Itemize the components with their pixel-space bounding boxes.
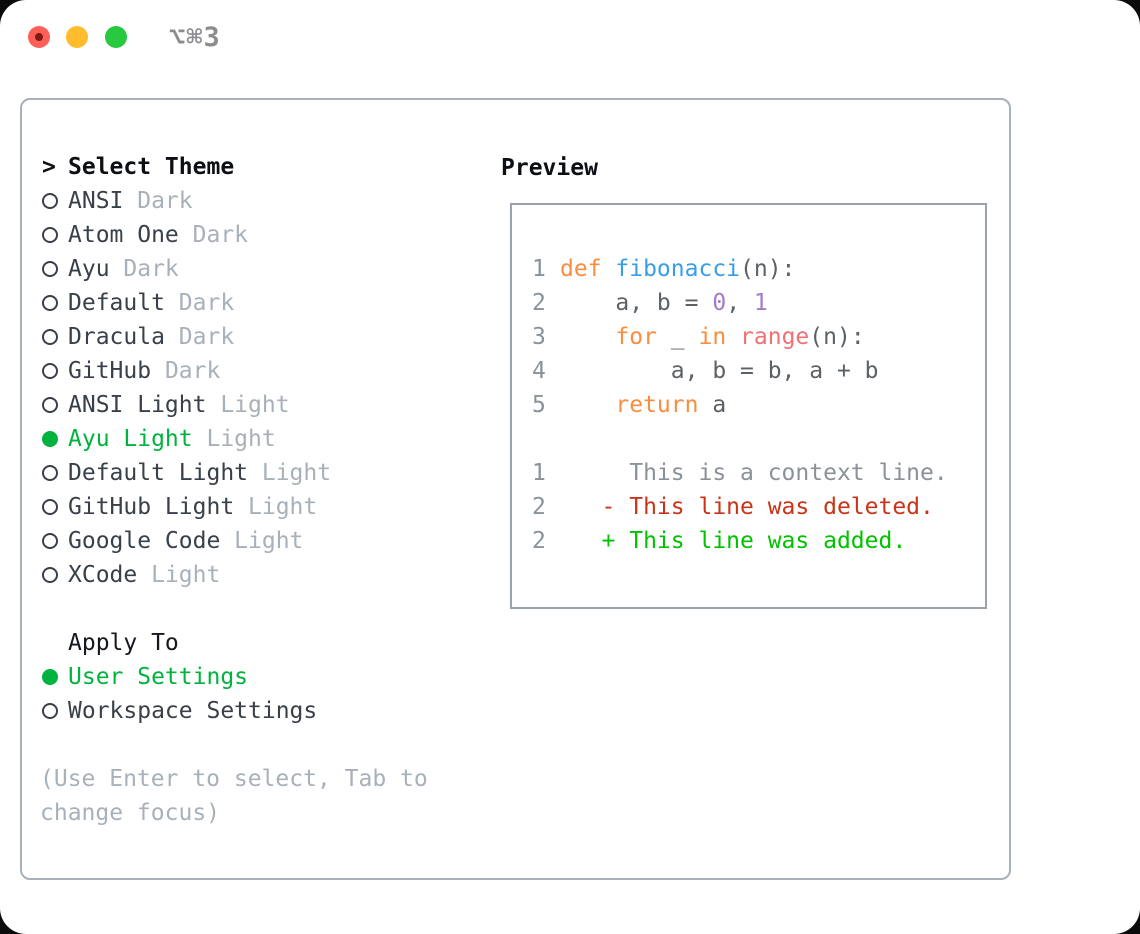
- radio-selected-icon: [42, 669, 68, 685]
- zoom-button[interactable]: [105, 26, 127, 48]
- code-line: 1 def fibonacci(n):: [532, 252, 985, 286]
- theme-name: XCode: [68, 562, 138, 588]
- theme-option-ansi-light[interactable]: ANSI Light Light: [42, 388, 331, 422]
- line-number: 4: [532, 358, 546, 384]
- titlebar: ⌥⌘3: [0, 0, 1140, 70]
- line-number: 1: [532, 460, 546, 486]
- line-number: 2: [532, 494, 546, 520]
- radio-icon: [42, 193, 68, 209]
- apply-option-user-settings[interactable]: User Settings: [42, 660, 317, 694]
- radio-icon: [42, 363, 68, 379]
- theme-variant: Dark: [137, 188, 193, 214]
- window-title: ⌥⌘3: [169, 22, 221, 53]
- apply-to-header: Apply To: [68, 630, 179, 656]
- line-number: 2: [532, 290, 546, 316]
- theme-variant: Dark: [123, 256, 179, 282]
- radio-icon: [42, 227, 68, 243]
- theme-option-xcode[interactable]: XCode Light: [42, 558, 331, 592]
- theme-variant: Dark: [192, 222, 249, 248]
- theme-option-default[interactable]: Default Dark: [42, 286, 331, 320]
- radio-icon: [42, 397, 68, 413]
- radio-icon: [42, 329, 68, 345]
- line-content: + This line was added.: [560, 528, 907, 554]
- radio-icon: [42, 703, 68, 719]
- radio-icon: [42, 499, 68, 515]
- theme-list-header-row: > Select Theme: [42, 150, 331, 184]
- hint-line-2: change focus): [40, 800, 221, 826]
- line-number: 5: [532, 392, 546, 418]
- prompt-icon: >: [42, 154, 56, 180]
- apply-option-workspace-settings[interactable]: Workspace Settings: [42, 694, 317, 728]
- line-content: This is a context line.: [560, 460, 948, 486]
- theme-name: Dracula: [68, 324, 165, 350]
- hint-line-1: (Use Enter to select, Tab to: [40, 766, 428, 792]
- close-button[interactable]: [28, 26, 50, 48]
- code-line: 4 a, b = b, a + b: [532, 354, 985, 388]
- theme-option-github[interactable]: GitHub Dark: [42, 354, 331, 388]
- diff-added-line: 2 + This line was added.: [532, 524, 985, 558]
- preview-label: Preview: [501, 155, 598, 181]
- theme-variant: Light: [248, 494, 318, 520]
- theme-name: ANSI: [68, 188, 124, 214]
- apply-option-label: Workspace Settings: [68, 698, 318, 724]
- line-content: for _ in range(n):: [615, 324, 865, 350]
- apply-option-label: User Settings: [68, 664, 249, 690]
- minimize-button[interactable]: [66, 26, 88, 48]
- theme-variant: Dark: [178, 324, 235, 350]
- theme-list-header: Select Theme: [68, 154, 235, 180]
- line-content: def fibonacci(n):: [560, 256, 796, 282]
- radio-selected-icon: [42, 431, 68, 447]
- theme-name: GitHub Light: [68, 494, 235, 520]
- theme-name: Atom One: [68, 222, 179, 248]
- code-line: 5 return a: [532, 388, 985, 422]
- theme-variant: Light: [151, 562, 221, 588]
- theme-option-ayu-light[interactable]: Ayu Light Light: [42, 422, 331, 456]
- diff-deleted-line: 2 - This line was deleted.: [532, 490, 985, 524]
- line-number: 1: [532, 256, 546, 282]
- diff-context-line: 1 This is a context line.: [532, 456, 985, 490]
- theme-name: GitHub: [68, 358, 152, 384]
- theme-variant: Dark: [178, 290, 235, 316]
- radio-icon: [42, 261, 68, 277]
- theme-option-google-code[interactable]: Google Code Light: [42, 524, 331, 558]
- line-content: a, b = b, a + b: [560, 358, 879, 384]
- radio-icon: [42, 567, 68, 583]
- theme-name: Google Code: [68, 528, 221, 554]
- blank-line: [532, 422, 985, 456]
- theme-option-github-light[interactable]: GitHub Light Light: [42, 490, 331, 524]
- code-line: 2 a, b = 0, 1: [532, 286, 985, 320]
- line-content: return a: [615, 392, 727, 418]
- line-content: a, b = 0, 1: [560, 290, 768, 316]
- theme-option-default-light[interactable]: Default Light Light: [42, 456, 331, 490]
- theme-variant: Light: [220, 392, 290, 418]
- theme-option-dracula[interactable]: Dracula Dark: [42, 320, 331, 354]
- theme-name: ANSI Light: [68, 392, 207, 418]
- apply-to-header-row: Apply To: [42, 626, 317, 660]
- theme-option-ayu[interactable]: Ayu Dark: [42, 252, 331, 286]
- radio-icon: [42, 295, 68, 311]
- theme-variant: Light: [206, 426, 276, 452]
- radio-icon: [42, 465, 68, 481]
- theme-variant: Dark: [164, 358, 221, 384]
- theme-name: Ayu: [68, 256, 110, 282]
- theme-variant: Light: [234, 528, 304, 554]
- theme-option-atom-one[interactable]: Atom One Dark: [42, 218, 331, 252]
- line-number: 3: [532, 324, 546, 350]
- radio-icon: [42, 533, 68, 549]
- theme-variant: Light: [261, 460, 332, 486]
- code-line: 3 for _ in range(n):: [532, 320, 985, 354]
- theme-option-ansi[interactable]: ANSI Dark: [42, 184, 331, 218]
- line-content: - This line was deleted.: [560, 494, 934, 520]
- theme-name: Default: [68, 290, 165, 316]
- hint-text: (Use Enter to select, Tab to change focu…: [40, 762, 428, 830]
- theme-name: Ayu Light: [68, 426, 193, 452]
- line-number: 2: [532, 528, 546, 554]
- theme-name: Default Light: [68, 460, 249, 486]
